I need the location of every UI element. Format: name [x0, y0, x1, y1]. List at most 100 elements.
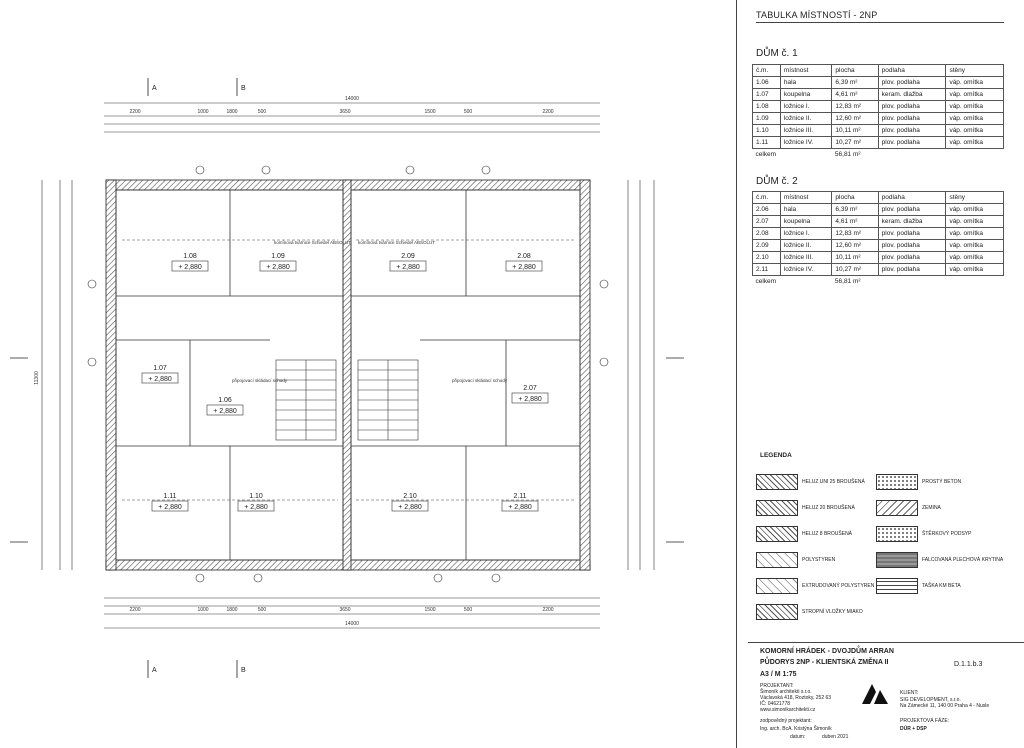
dimension-text: 1500 — [424, 607, 435, 613]
column-header: stěny — [945, 64, 1004, 77]
table-cell: 10,27 m² — [831, 263, 879, 276]
date-value: duben 2021 — [822, 734, 849, 740]
table-cell: 2.09 — [752, 239, 781, 252]
dimension-text: 11300 — [34, 371, 40, 385]
table-cell: 1.11 — [752, 136, 781, 149]
legend-swatch — [756, 500, 798, 516]
section-mark-label: B — [241, 85, 246, 92]
drawing-code: D.1.1.b.3 — [954, 661, 983, 668]
section-mark-label: B — [241, 667, 246, 674]
table-cell: 6,39 m² — [831, 203, 879, 216]
table-cell: 4,61 m² — [831, 215, 879, 228]
table-cell: ložnice IV. — [779, 263, 833, 276]
table-cell: plov. podlaha — [877, 76, 947, 89]
legend-swatch — [876, 526, 918, 542]
room-label-1-10: 1.10+ 2,880 — [237, 493, 275, 512]
table-cell: plov. podlaha — [877, 136, 947, 149]
phase-value: DÚR + DSP — [900, 726, 927, 732]
table-cell: 1.06 — [752, 76, 781, 89]
legend-label: TAŠKA KM BETA — [922, 583, 961, 589]
table-cell: váp. omítka — [945, 227, 1004, 240]
client-line-2: Na Zámecké 11, 140 00 Praha 4 - Nusle — [900, 703, 990, 709]
project-name: KOMORNÍ HRÁDEK - DVOJDŮM ARRAN — [760, 648, 894, 655]
room-table-title: TABULKA MÍSTNOSTÍ - 2NP — [756, 10, 878, 20]
beams — [122, 239, 574, 501]
table-cell: 1.10 — [752, 124, 781, 137]
legend-swatch — [756, 578, 798, 594]
plan-note: komínová tvárnice Schiedel ABSOLUT — [358, 240, 435, 245]
phase-label: PROJEKTOVÁ FÁZE: — [900, 718, 950, 724]
table-cell: 1.08 — [752, 100, 781, 113]
room-number: 1.06 — [218, 397, 232, 404]
legend-label: HELUZ 8 BROUŠENÁ — [802, 531, 853, 537]
plan-note: připojovací skládací schody — [452, 378, 508, 383]
table-cell — [945, 148, 1004, 160]
section-marks — [10, 78, 684, 678]
section-mark-label: A — [152, 667, 157, 674]
room-label-2-10: 2.10+ 2,880 — [391, 493, 429, 512]
room-height: + 2,880 — [158, 504, 182, 511]
responsible-label: zodpovědný projektant: — [760, 718, 812, 724]
table-cell: plov. podlaha — [877, 100, 947, 113]
table-cell: 12,60 m² — [831, 239, 879, 252]
height-box — [237, 500, 275, 512]
column-header: č.m. — [752, 191, 781, 204]
table-cell: 12,60 m² — [831, 112, 879, 125]
legend-item: PROSTÝ BETON — [876, 474, 961, 490]
legend-swatch — [876, 552, 918, 568]
legend-label: POLYSTYREN — [802, 557, 836, 563]
legend-item: STROPNÍ VLOŽKY MIAKO — [756, 604, 863, 620]
client-label: KLIENT: — [900, 690, 919, 696]
legend-label: HELUZ UNI 25 BROUŠENÁ — [802, 479, 865, 485]
dimension-text: 500 — [258, 109, 267, 115]
legend-label: ZEMINA — [922, 505, 941, 511]
legend-label: EXTRUDOVANÝ POLYSTYREN — [802, 583, 875, 589]
legend-item: TAŠKA KM BETA — [876, 578, 961, 594]
table-cell — [878, 148, 946, 160]
table-cell: váp. omítka — [945, 124, 1004, 137]
column-header: plocha — [831, 64, 879, 77]
column-header: místnost — [779, 64, 833, 77]
total-label: celkem — [752, 275, 832, 287]
dimension-text: 1500 — [424, 109, 435, 115]
table-cell: 10,11 m² — [831, 251, 879, 264]
room-number: 1.08 — [183, 253, 197, 260]
table-cell: váp. omítka — [945, 88, 1004, 101]
height-box — [259, 260, 297, 272]
sheet-divider — [736, 0, 737, 748]
room-number: 2.09 — [401, 253, 415, 260]
table-cell: váp. omítka — [945, 136, 1004, 149]
room-number: 2.08 — [517, 253, 531, 260]
bottom-dimensions — [104, 597, 600, 629]
table-cell: koupelna — [779, 215, 833, 228]
legend-item: EXTRUDOVANÝ POLYSTYREN — [756, 578, 874, 594]
room-height: + 2,880 — [518, 396, 542, 403]
room-number: 1.10 — [249, 493, 263, 500]
room-label-2-08: 2.08+ 2,880 — [505, 253, 543, 272]
client-line-1: SIG DEVELOPMENT, s.r.o. — [900, 697, 961, 703]
legend-label: STROPNÍ VLOŽKY MIAKO — [802, 609, 863, 615]
column-header: č.m. — [752, 64, 781, 77]
room-height: + 2,880 — [148, 376, 172, 383]
exterior-walls — [105, 179, 591, 571]
legend-swatch — [756, 474, 798, 490]
title-rule — [756, 22, 1004, 23]
room-label-1-06: 1.06+ 2,880 — [206, 397, 244, 416]
room-height: + 2,880 — [396, 264, 420, 271]
column-header: stěny — [945, 191, 1004, 204]
date-label: datum: — [790, 734, 806, 740]
table-cell: ložnice II. — [779, 239, 833, 252]
height-box — [389, 260, 427, 272]
total-label: celkem — [752, 148, 832, 160]
room-height: + 2,880 — [398, 504, 422, 511]
table-cell: váp. omítka — [945, 263, 1004, 276]
table-cell: váp. omítka — [945, 251, 1004, 264]
table-cell: ložnice II. — [779, 112, 833, 125]
